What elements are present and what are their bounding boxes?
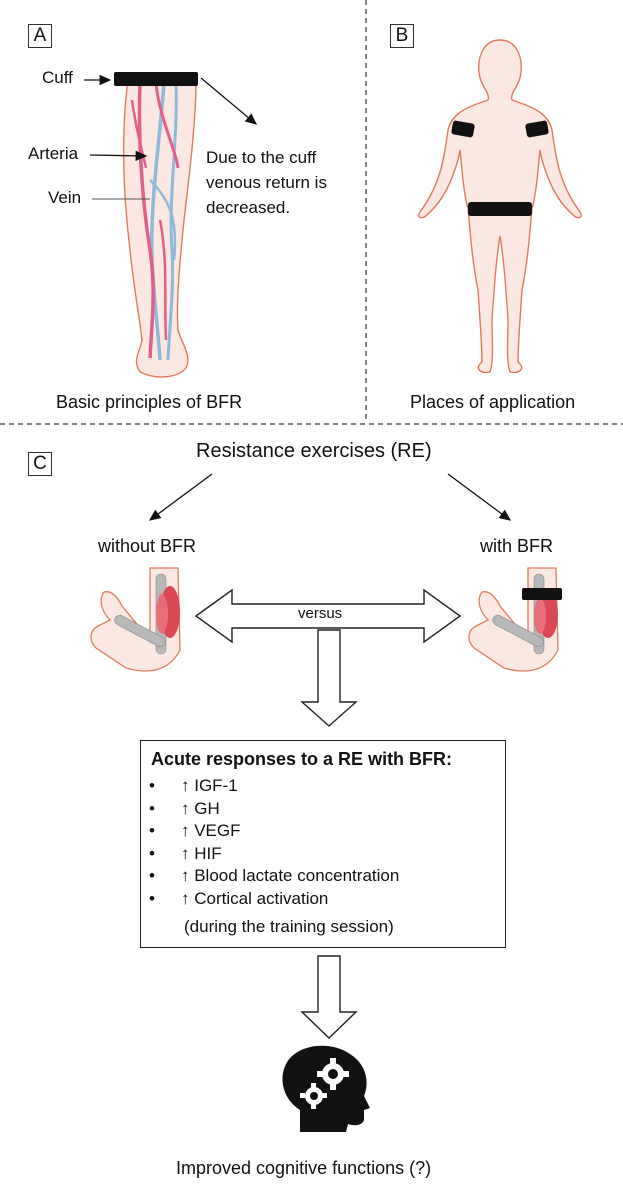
- body-illustration: [418, 39, 582, 374]
- responses-note: (during the training session): [184, 917, 394, 936]
- list-item: •↑ HIF: [149, 843, 222, 863]
- leg-illustration: [114, 72, 198, 378]
- acute-responses-list: •↑ IGF-1 •↑ GH •↑ VEGF •↑ HIF •↑ Blood l…: [149, 775, 399, 910]
- down-arrow-to-responses: [300, 629, 358, 727]
- panel-label-c: C: [28, 452, 52, 476]
- label-vein: Vein: [48, 188, 82, 207]
- arm-with-bfr: [468, 567, 562, 672]
- versus-double-arrow: [194, 588, 462, 644]
- title-resistance-exercises: Resistance exercises (RE): [196, 440, 432, 462]
- panel-label-b: B: [390, 24, 414, 48]
- acute-responses-title: Acute responses to a RE with BFR:: [151, 749, 453, 769]
- leg-cuff: [468, 202, 532, 216]
- cuff-band: [114, 72, 198, 86]
- list-item: •↑ GH: [149, 798, 220, 818]
- list-item: •↑ VEGF: [149, 821, 241, 840]
- list-item: •↑ Cortical activation: [149, 888, 329, 908]
- head-with-gears-icon: [282, 1045, 370, 1132]
- note-line-3: decreased.: [206, 198, 291, 217]
- note-line-1: Due to the cuff: [206, 148, 317, 167]
- arm-cuff: [522, 588, 562, 600]
- label-cuff: Cuff: [42, 68, 73, 87]
- label-versus: versus: [298, 605, 343, 622]
- list-item: •↑ Blood lactate concentration: [149, 866, 400, 885]
- outcome-caption: Improved cognitive functions (?): [176, 1158, 432, 1178]
- panel-label-a: A: [28, 24, 52, 48]
- arm-cuff-right: [525, 120, 549, 138]
- note-line-2: venous return is: [206, 173, 327, 192]
- arm-without-bfr: [90, 567, 181, 672]
- caption-basic-principles: Basic principles of BFR: [56, 392, 243, 412]
- label-arteria: Arteria: [28, 144, 79, 163]
- down-arrow-to-outcome: [300, 955, 358, 1039]
- label-with-bfr: with BFR: [480, 536, 554, 556]
- arm-cuff-left: [451, 120, 475, 138]
- list-item: •↑ IGF-1: [149, 776, 238, 795]
- acute-responses-box: Acute responses to a RE with BFR: •↑ IGF…: [140, 740, 506, 948]
- label-without-bfr: without BFR: [98, 536, 197, 556]
- caption-places-of-application: Places of application: [410, 392, 576, 412]
